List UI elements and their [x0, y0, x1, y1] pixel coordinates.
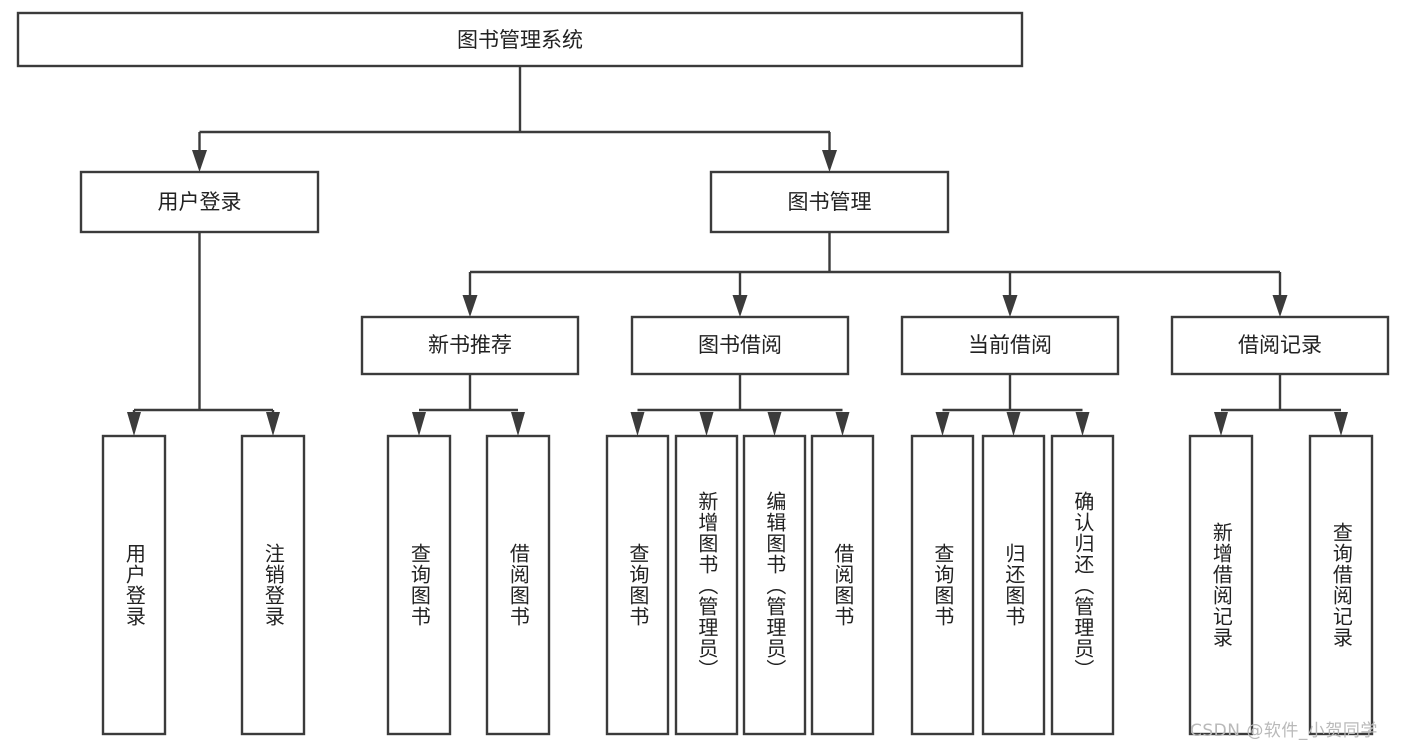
connector-current-to-leaves: [935, 374, 1090, 436]
connector-borrow-to-leaves: [630, 374, 850, 436]
connector-bookmgmt-to-level2: [462, 232, 1288, 317]
csdn-watermark: CSDN @软件_小贺同学: [1190, 721, 1378, 741]
leaf-add-record-box[interactable]: [1188, 434, 1254, 736]
node-newbook-label: 新书推荐: [428, 333, 512, 357]
node-login-label: 用户登录: [158, 190, 242, 214]
leaf-user-logout-box[interactable]: [240, 434, 306, 736]
leaf-query-book-2-box[interactable]: [605, 434, 670, 736]
leaf-borrow-book-1-box[interactable]: [485, 434, 551, 736]
connector-newbook-to-leaves: [412, 374, 525, 436]
node-record-label: 借阅记录: [1238, 333, 1322, 357]
leaf-edit-book-box[interactable]: [742, 434, 807, 736]
leaf-add-book-box[interactable]: [674, 434, 739, 736]
leaf-user-login-box[interactable]: [101, 434, 167, 736]
leaf-borrow-book-2-box[interactable]: [810, 434, 875, 736]
leaf-query-record-box[interactable]: [1308, 434, 1374, 736]
node-current-box[interactable]: [900, 315, 1120, 376]
connector-root-to-level1: [192, 66, 837, 172]
node-bookmgmt-label: 图书管理: [788, 190, 872, 214]
leaf-return-book-box[interactable]: [981, 434, 1046, 736]
leaf-query-book-1-box[interactable]: [386, 434, 452, 736]
node-root-label: 图书管理系统: [457, 28, 583, 52]
leaf-confirm-return-box[interactable]: [1050, 434, 1115, 736]
node-newbook-box[interactable]: [360, 315, 580, 376]
node-login-box[interactable]: [79, 170, 320, 234]
node-borrow-label: 图书借阅: [698, 333, 782, 357]
connector-record-to-leaves: [1214, 374, 1348, 436]
leaf-query-book-3-box[interactable]: [910, 434, 975, 736]
connector-login-to-leaves: [127, 232, 280, 436]
node-root-box[interactable]: [16, 11, 1024, 68]
node-current-label: 当前借阅: [968, 333, 1052, 357]
